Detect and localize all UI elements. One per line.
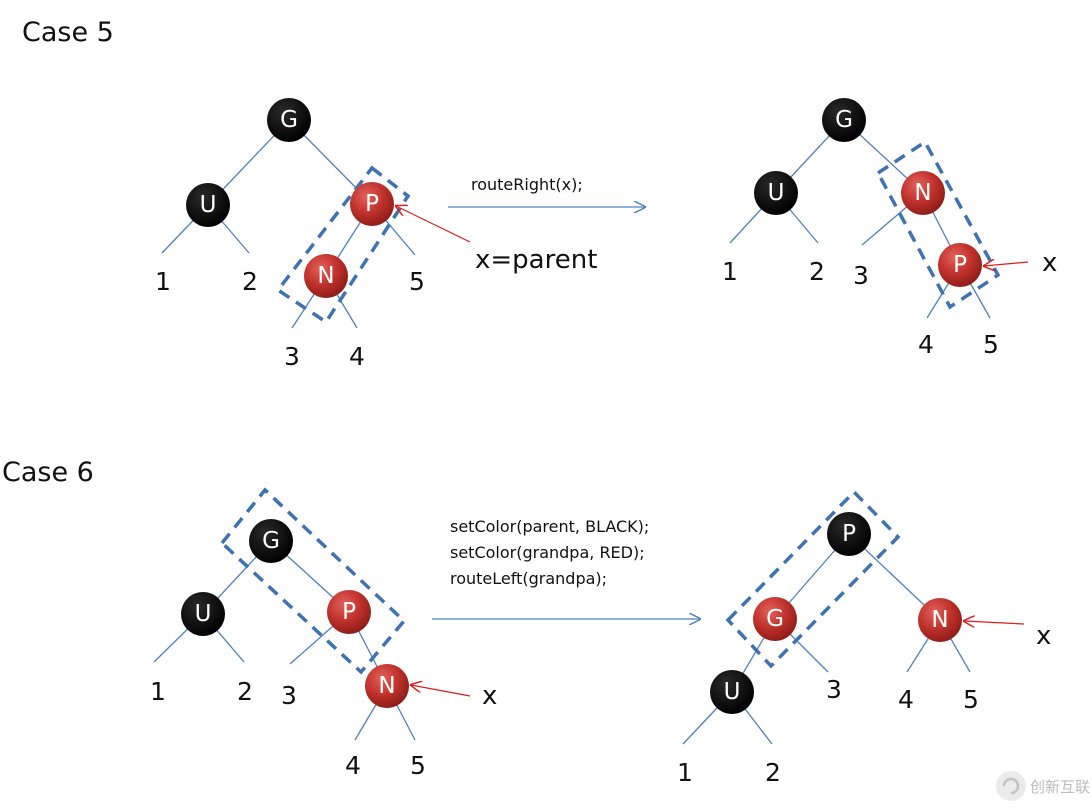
case6-after-node-n: N — [918, 598, 962, 642]
case5-after-pointer-label: x — [1042, 248, 1057, 278]
case6-before-node-u: U — [181, 592, 225, 636]
case6-after-leaf: 2 — [765, 758, 781, 787]
svg-text:P: P — [365, 191, 379, 217]
case5-after-node-p: P — [938, 243, 982, 287]
case5-before-node-p: P — [350, 182, 394, 226]
svg-text:G: G — [280, 107, 298, 133]
case5-after-leaf: 1 — [722, 257, 738, 286]
svg-text:P: P — [842, 521, 856, 547]
svg-text:N: N — [317, 263, 334, 289]
case6-pointer-arrow — [411, 685, 471, 697]
case5-after-leaf: 2 — [809, 257, 825, 286]
case5-before-node-u: U — [186, 183, 230, 227]
case5-before-node-g: G — [267, 98, 311, 142]
watermark-text: 创新互联 — [1030, 778, 1090, 796]
case5-after-leaf: 5 — [983, 330, 999, 359]
case5-after-pointer-arrow — [984, 262, 1029, 266]
case6-operation: setColor(grandpa, RED); — [450, 543, 645, 562]
logo-icon — [996, 771, 1026, 801]
case5-after-leaf: 3 — [853, 261, 869, 290]
case5-before-leaf: 4 — [349, 342, 365, 371]
case6-before-leaf: 2 — [237, 677, 253, 706]
svg-text:U: U — [768, 180, 785, 206]
case5-before-leaf: 1 — [155, 267, 171, 296]
svg-text:U: U — [200, 192, 217, 218]
case6-before-leaf: 4 — [345, 751, 361, 780]
case6-before-node-g: G — [249, 519, 293, 563]
svg-text:G: G — [262, 528, 280, 554]
watermark: 创新互联 — [996, 771, 1090, 801]
svg-text:U: U — [724, 679, 741, 705]
case6-operation: setColor(parent, BLACK); — [450, 517, 649, 536]
case6-after-leaf: 3 — [826, 675, 842, 704]
case5-operation: routeRight(x); — [471, 175, 583, 194]
case5-before-node-n: N — [304, 254, 348, 298]
case5-title: Case 5 — [22, 17, 114, 48]
case5-before-leaf: 5 — [409, 267, 425, 296]
svg-text:G: G — [766, 606, 784, 632]
case6-before-edges — [153, 540, 416, 741]
case5-after-leaf: 4 — [918, 330, 934, 359]
case6-before-highlight-box — [219, 487, 407, 675]
case6-title: Case 6 — [2, 457, 94, 488]
case6-after-pointer-label: x — [1036, 621, 1051, 651]
svg-text:N: N — [931, 607, 948, 633]
case5-after-node-n: N — [901, 171, 945, 215]
case6-after-node-u: U — [710, 670, 754, 714]
case6-before-leaf: 1 — [150, 677, 166, 706]
case6-after-leaf: 4 — [898, 685, 914, 714]
case6-after-highlight-box — [725, 489, 901, 669]
case6-operation: routeLeft(grandpa); — [450, 569, 607, 588]
svg-text:P: P — [953, 252, 967, 278]
svg-text:U: U — [195, 601, 212, 627]
case6-before-leaf: 5 — [410, 751, 426, 780]
svg-text:N: N — [378, 673, 395, 699]
svg-text:P: P — [342, 599, 356, 625]
case5-before-highlight-box — [275, 165, 411, 325]
case6-before-node-n: N — [365, 664, 409, 708]
case5-after-highlight-box — [875, 139, 1001, 310]
case5-after-node-g: G — [822, 98, 866, 142]
svg-text:G: G — [835, 107, 853, 133]
case5-before-leaf: 2 — [242, 267, 258, 296]
svg-text:N: N — [914, 180, 931, 206]
case5-before-leaf: 3 — [284, 342, 300, 371]
case5-pointer-label: x=parent — [475, 245, 597, 275]
case6-after-pointer-arrow — [964, 621, 1025, 624]
case6-after-node-p: P — [827, 512, 871, 556]
case6-after-node-g: G — [753, 597, 797, 641]
case6-after-leaf: 5 — [963, 685, 979, 714]
case5-after-node-u: U — [754, 171, 798, 215]
case5-pointer-arrow — [396, 206, 471, 243]
case6-before-leaf: 3 — [281, 681, 297, 710]
case6-pointer-label: x — [482, 681, 497, 711]
case6-before-node-p: P — [327, 590, 371, 634]
case6-after-leaf: 1 — [677, 758, 693, 787]
